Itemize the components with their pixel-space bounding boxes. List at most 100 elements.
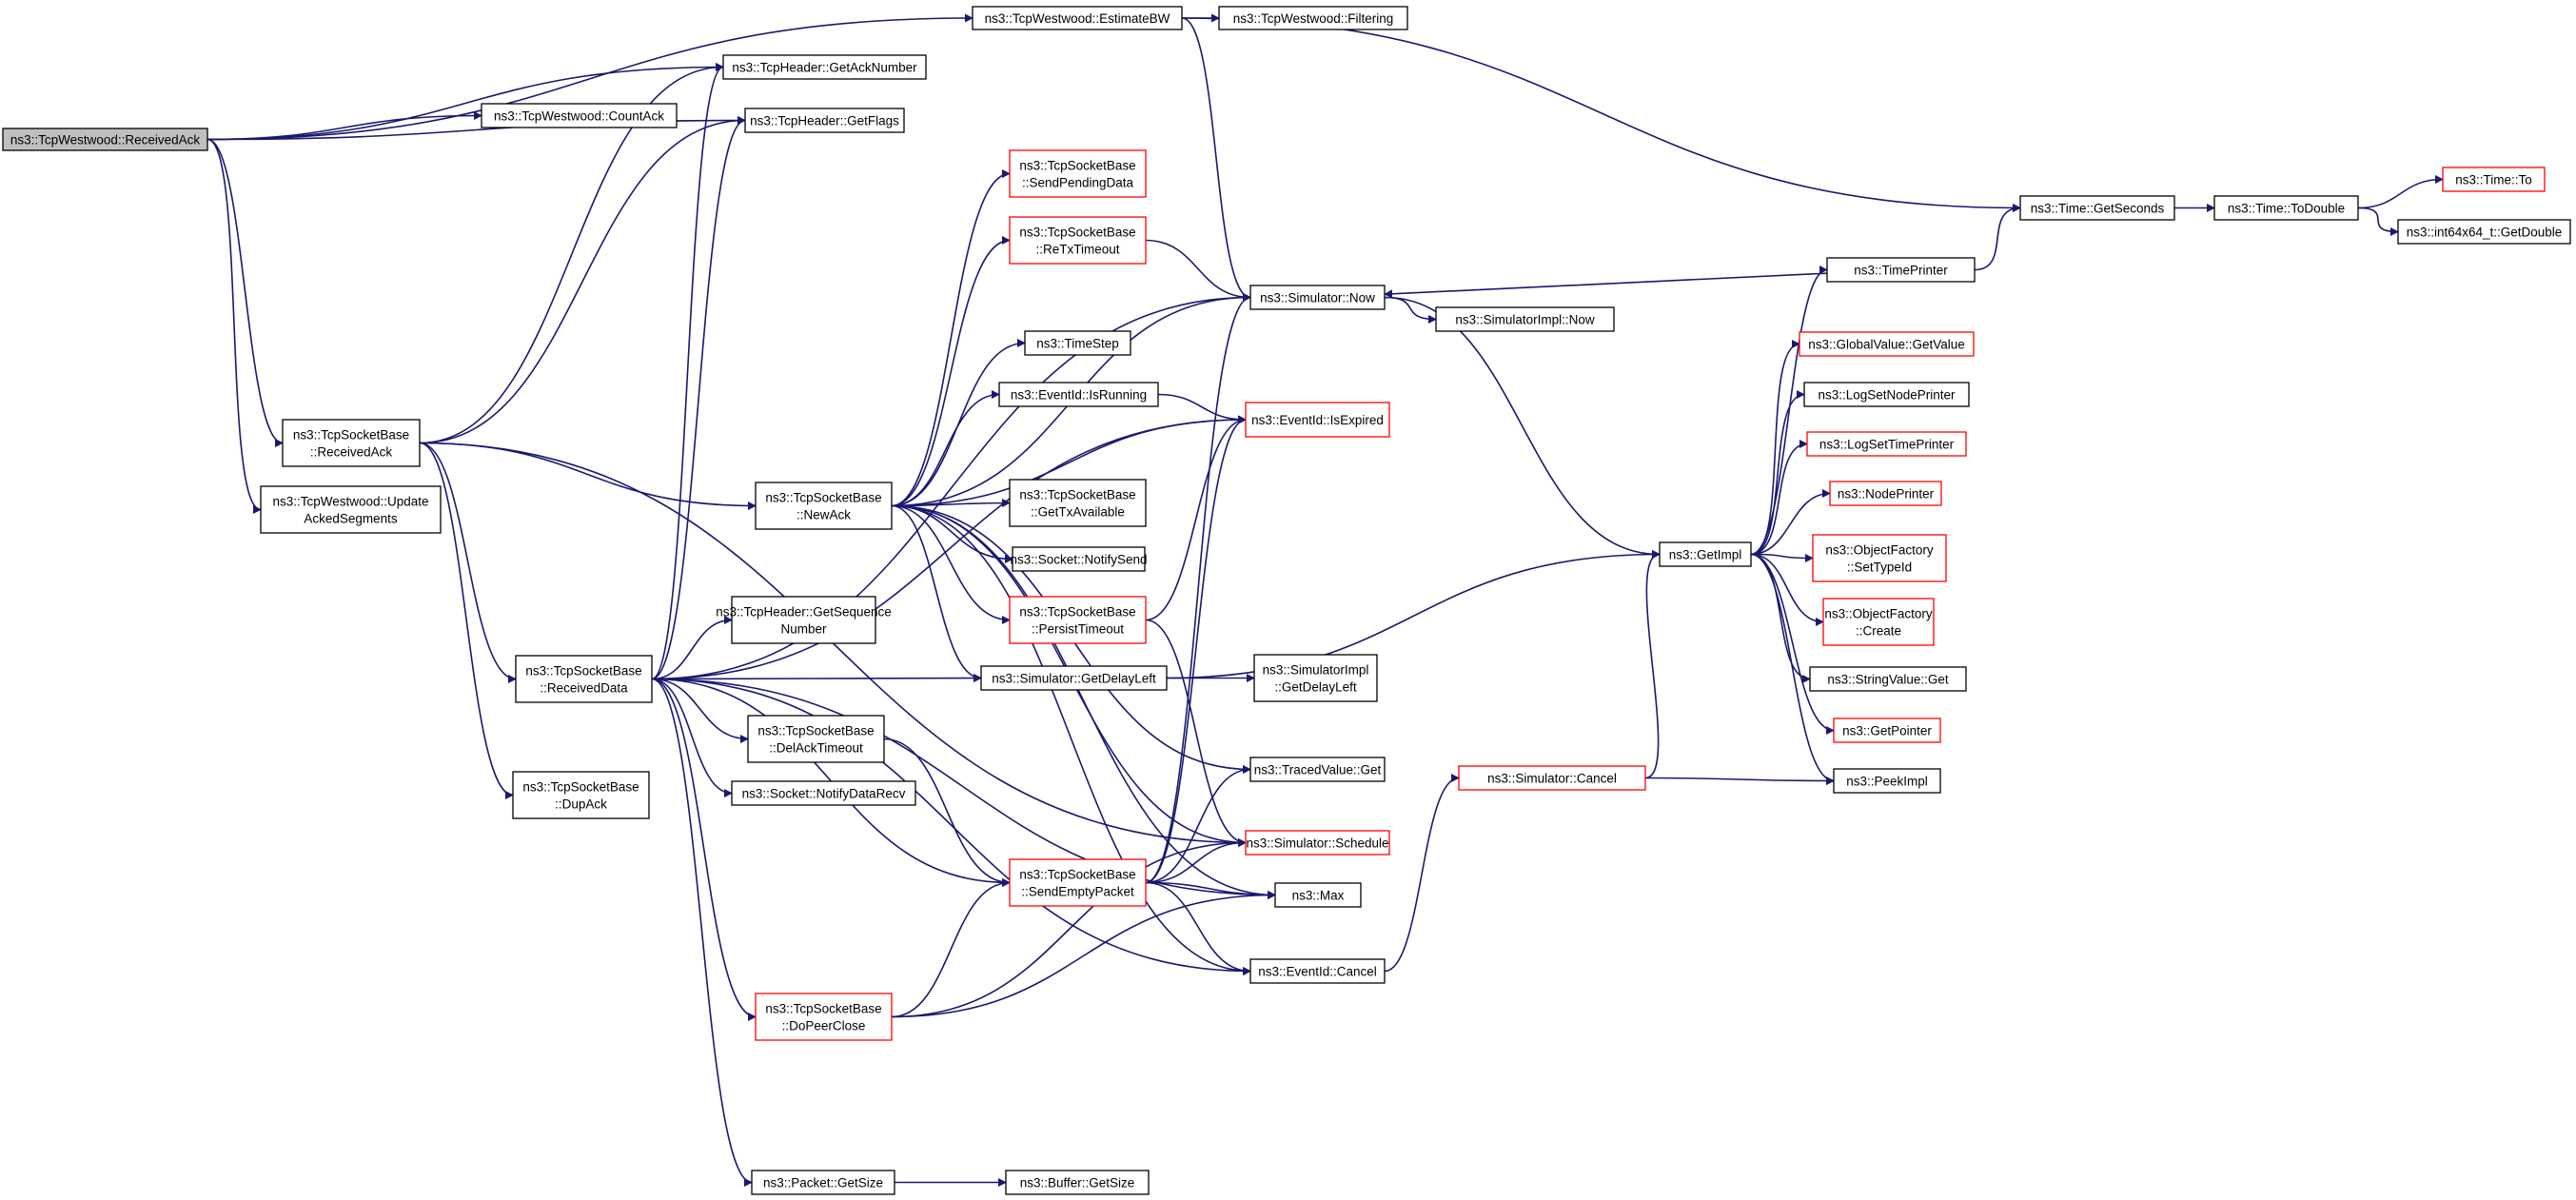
graph-node[interactable]: ns3::Time::To bbox=[2442, 167, 2546, 192]
graph-node[interactable]: ns3::TcpSocketBase::ReTxTimeout bbox=[1009, 216, 1147, 265]
graph-node[interactable]: ns3::TcpSocketBase::ReceivedData bbox=[515, 655, 653, 703]
graph-node[interactable]: ns3::EventId::IsRunning bbox=[998, 382, 1159, 407]
node-box[interactable] bbox=[2442, 167, 2546, 192]
graph-node[interactable]: ns3::TcpHeader::GetAckNumber bbox=[722, 54, 927, 80]
node-box[interactable] bbox=[1009, 596, 1147, 644]
graph-node[interactable]: ns3::Simulator::Now bbox=[1249, 285, 1386, 310]
graph-node[interactable]: ns3::GetImpl bbox=[1659, 541, 1752, 567]
graph-node[interactable]: ns3::TracedValue::Get bbox=[1249, 757, 1386, 782]
node-box[interactable] bbox=[282, 419, 421, 467]
node-box[interactable] bbox=[1833, 768, 1941, 794]
graph-node[interactable]: ns3::TcpWestwood::Filtering bbox=[1218, 6, 1408, 30]
node-box[interactable] bbox=[744, 108, 905, 133]
graph-node[interactable]: ns3::TcpSocketBase::PersistTimeout bbox=[1009, 596, 1147, 644]
node-box[interactable] bbox=[1803, 382, 1970, 407]
node-box[interactable] bbox=[260, 485, 442, 534]
node-box[interactable] bbox=[1249, 285, 1386, 310]
graph-node[interactable]: ns3::TcpSocketBase::SendPendingData bbox=[1009, 149, 1147, 198]
graph-node[interactable]: ns3::SimulatorImpl::GetDelayLeft bbox=[1253, 654, 1378, 702]
graph-node[interactable]: ns3::PeekImpl bbox=[1833, 768, 1941, 794]
graph-node[interactable]: ns3::TcpSocketBase::ReceivedAck bbox=[282, 419, 421, 467]
graph-node[interactable]: ns3::Socket::NotifySend bbox=[1010, 546, 1148, 572]
node-box[interactable] bbox=[1458, 765, 1646, 791]
node-box[interactable] bbox=[1833, 718, 1941, 743]
graph-node[interactable]: ns3::ObjectFactory::Create bbox=[1822, 598, 1935, 646]
node-box[interactable] bbox=[1659, 541, 1752, 567]
graph-node[interactable]: ns3::EventId::IsExpired bbox=[1245, 402, 1390, 438]
graph-node[interactable]: ns3::GlobalValue::GetValue bbox=[1799, 331, 1975, 357]
node-box[interactable] bbox=[751, 1170, 895, 1195]
node-box[interactable] bbox=[1024, 330, 1131, 356]
node-box[interactable] bbox=[998, 382, 1159, 407]
node-box[interactable] bbox=[1812, 534, 1947, 582]
node-box[interactable] bbox=[731, 780, 916, 806]
node-box[interactable] bbox=[1245, 830, 1390, 856]
graph-node[interactable]: ns3::SimulatorImpl::Now bbox=[1435, 306, 1615, 332]
graph-node[interactable]: ns3::Packet::GetSize bbox=[751, 1170, 895, 1195]
graph-node[interactable]: ns3::TcpWestwood::EstimateBW bbox=[972, 6, 1183, 30]
graph-node[interactable]: ns3::TcpSocketBase::DupAck bbox=[512, 771, 650, 819]
node-box[interactable] bbox=[481, 103, 678, 128]
graph-node[interactable]: ns3::Simulator::Schedule bbox=[1245, 830, 1390, 856]
graph-node[interactable]: ns3::TcpWestwood::ReceivedAck bbox=[2, 128, 208, 151]
graph-node[interactable]: ns3::EventId::Cancel bbox=[1249, 958, 1386, 984]
graph-node[interactable]: ns3::Buffer::GetSize bbox=[1005, 1170, 1150, 1195]
node-box[interactable] bbox=[980, 665, 1168, 691]
node-box[interactable] bbox=[1435, 306, 1615, 332]
node-box[interactable] bbox=[755, 482, 893, 530]
graph-node[interactable]: ns3::Socket::NotifyDataRecv bbox=[731, 780, 916, 806]
node-box[interactable] bbox=[1829, 481, 1942, 506]
graph-node[interactable]: ns3::TcpHeader::GetFlags bbox=[744, 108, 905, 133]
node-box[interactable] bbox=[1012, 546, 1146, 572]
node-box[interactable] bbox=[731, 596, 876, 644]
node-box[interactable] bbox=[2019, 195, 2175, 221]
node-box[interactable] bbox=[1826, 257, 1976, 283]
node-box[interactable] bbox=[2213, 195, 2359, 221]
node-box[interactable] bbox=[1806, 431, 1967, 457]
graph-node[interactable]: ns3::TcpWestwood::CountAck bbox=[481, 103, 678, 128]
graph-node[interactable]: ns3::TcpSocketBase::DoPeerClose bbox=[755, 993, 893, 1041]
node-box[interactable] bbox=[755, 993, 893, 1041]
graph-node[interactable]: ns3::StringValue::Get bbox=[1809, 666, 1967, 692]
graph-node[interactable]: ns3::Time::ToDouble bbox=[2213, 195, 2359, 221]
node-box[interactable] bbox=[1253, 654, 1378, 702]
node-box[interactable] bbox=[1218, 6, 1408, 30]
node-box[interactable] bbox=[972, 6, 1183, 30]
node-box[interactable] bbox=[1009, 149, 1147, 198]
graph-node[interactable]: ns3::TcpSocketBase::GetTxAvailable bbox=[1009, 479, 1147, 527]
node-box[interactable] bbox=[1274, 882, 1362, 908]
node-box[interactable] bbox=[1809, 666, 1967, 692]
graph-node[interactable]: ns3::LogSetNodePrinter bbox=[1803, 382, 1970, 407]
graph-node[interactable]: ns3::Simulator::Cancel bbox=[1458, 765, 1646, 791]
graph-node[interactable]: ns3::ObjectFactory::SetTypeId bbox=[1812, 534, 1947, 582]
node-box[interactable] bbox=[1799, 331, 1975, 357]
node-box[interactable] bbox=[2, 128, 208, 151]
node-box[interactable] bbox=[1009, 216, 1147, 265]
node-box[interactable] bbox=[1245, 402, 1390, 438]
graph-node[interactable]: ns3::Max bbox=[1274, 882, 1362, 908]
node-box[interactable] bbox=[1822, 598, 1935, 646]
graph-node[interactable]: ns3::LogSetTimePrinter bbox=[1806, 431, 1967, 457]
graph-node[interactable]: ns3::TcpSocketBase::SendEmptyPacket bbox=[1009, 858, 1147, 907]
node-box[interactable] bbox=[515, 655, 653, 703]
node-box[interactable] bbox=[747, 715, 885, 763]
graph-node[interactable]: ns3::int64x64_t::GetDouble bbox=[2397, 219, 2571, 245]
node-box[interactable] bbox=[1249, 958, 1386, 984]
graph-node[interactable]: ns3::TimePrinter bbox=[1826, 257, 1976, 283]
graph-node[interactable]: ns3::TcpSocketBase::NewAck bbox=[755, 482, 893, 530]
node-box[interactable] bbox=[1005, 1170, 1150, 1195]
node-box[interactable] bbox=[512, 771, 650, 819]
node-box[interactable] bbox=[2397, 219, 2571, 245]
node-box[interactable] bbox=[1249, 757, 1386, 782]
node-box[interactable] bbox=[722, 54, 927, 80]
graph-node[interactable]: ns3::TcpSocketBase::DelAckTimeout bbox=[747, 715, 885, 763]
node-box[interactable] bbox=[1009, 479, 1147, 527]
graph-node[interactable]: ns3::NodePrinter bbox=[1829, 481, 1942, 506]
graph-node[interactable]: ns3::GetPointer bbox=[1833, 718, 1941, 743]
graph-node[interactable]: ns3::Simulator::GetDelayLeft bbox=[980, 665, 1168, 691]
node-box[interactable] bbox=[1009, 858, 1147, 907]
graph-node[interactable]: ns3::TimeStep bbox=[1024, 330, 1131, 356]
graph-node[interactable]: ns3::Time::GetSeconds bbox=[2019, 195, 2175, 221]
